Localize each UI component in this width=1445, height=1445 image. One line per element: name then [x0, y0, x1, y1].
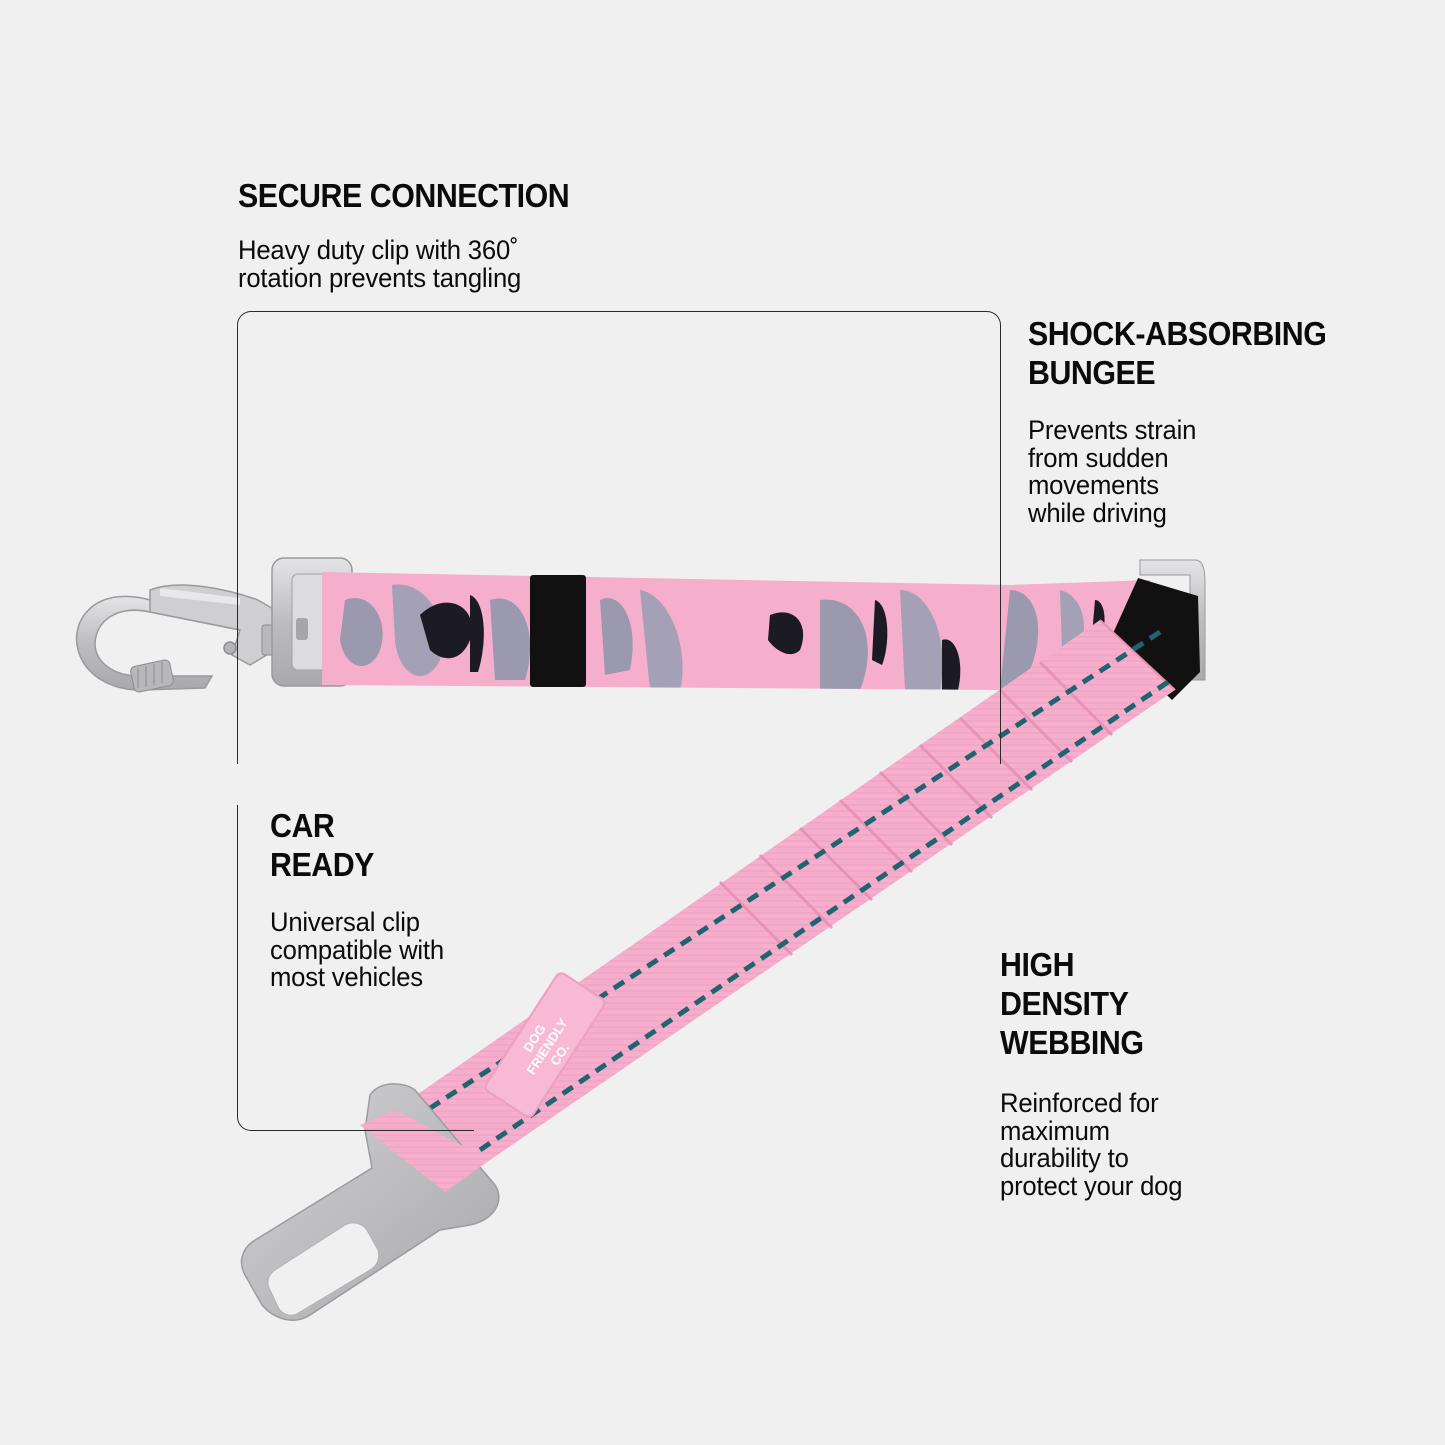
feature-title-line1: SHOCK-ABSORBING	[1028, 315, 1327, 352]
feature-title-line2: DENSITY	[1000, 985, 1129, 1022]
feature-secure-connection: SECURE CONNECTION Heavy duty clip with 3…	[238, 176, 598, 292]
feature-description: Prevents strain from sudden movements wh…	[1028, 415, 1197, 528]
connector-line-car-ready	[237, 805, 474, 1131]
connector-line-secure-to-bungee	[237, 311, 1001, 764]
bungee-section: DOG FRIENDLY CO.	[395, 578, 1200, 1160]
seatbelt-buckle-icon	[240, 1083, 500, 1321]
feature-title: SECURE CONNECTION	[238, 177, 570, 214]
feature-high-density-webbing: HIGH DENSITY WEBBING Reinforced for maxi…	[1000, 945, 1192, 1200]
feature-title-line1: CAR	[270, 807, 335, 844]
feature-description: Reinforced for maximum durability to pro…	[1000, 1088, 1183, 1201]
camo-strap	[322, 572, 1150, 690]
feature-shock-absorbing-bungee: SHOCK-ABSORBING BUNGEE Prevents strain f…	[1028, 314, 1352, 527]
feature-title-line1: HIGH	[1000, 946, 1075, 983]
feature-title-line2: BUNGEE	[1028, 354, 1156, 391]
feature-title-line2: READY	[270, 846, 374, 883]
feature-description: Heavy duty clip with 360˚ rotation preve…	[238, 235, 522, 293]
feature-description: Universal clip compatible with most vehi…	[270, 907, 444, 992]
feature-car-ready: CAR READY Universal clip compatible with…	[270, 806, 453, 992]
feature-title-line3: WEBBING	[1000, 1024, 1144, 1061]
